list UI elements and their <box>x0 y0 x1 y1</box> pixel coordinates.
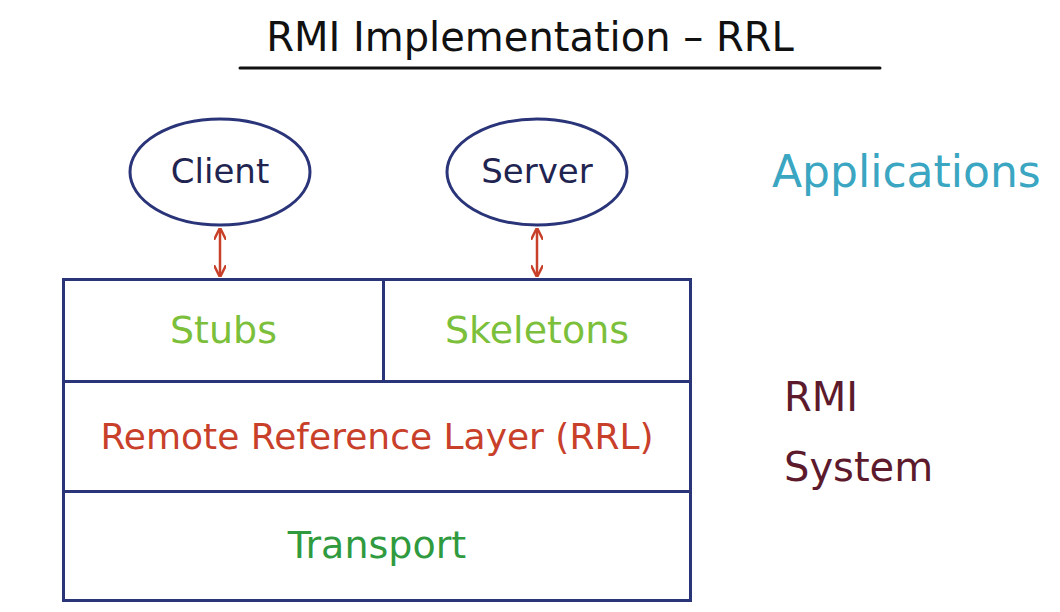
skeletons-box: Skeletons <box>382 278 692 383</box>
node-label: Server <box>481 152 593 191</box>
node-label: Client <box>171 152 269 191</box>
title-underline <box>240 67 880 70</box>
server-ellipse: Server <box>445 117 629 227</box>
ellipse-shape <box>447 119 627 225</box>
connector-arrow <box>536 229 539 276</box>
connector-arrow <box>219 229 222 276</box>
node-label: Skeletons <box>445 309 629 353</box>
rrl-box: Remote Reference Layer (RRL) <box>62 380 692 493</box>
diagram-title: RMI Implementation – RRL <box>0 14 1060 60</box>
client-ellipse: Client <box>128 117 312 227</box>
layer-label: RMI System <box>784 362 954 502</box>
node-label: Stubs <box>170 309 277 353</box>
layer-label: Applications <box>772 146 1052 199</box>
node-label: Remote Reference Layer (RRL) <box>100 416 653 457</box>
ellipse-shape <box>130 119 310 225</box>
node-label: Transport <box>288 524 466 568</box>
stubs-box: Stubs <box>62 278 385 383</box>
transport-box: Transport <box>62 490 692 602</box>
